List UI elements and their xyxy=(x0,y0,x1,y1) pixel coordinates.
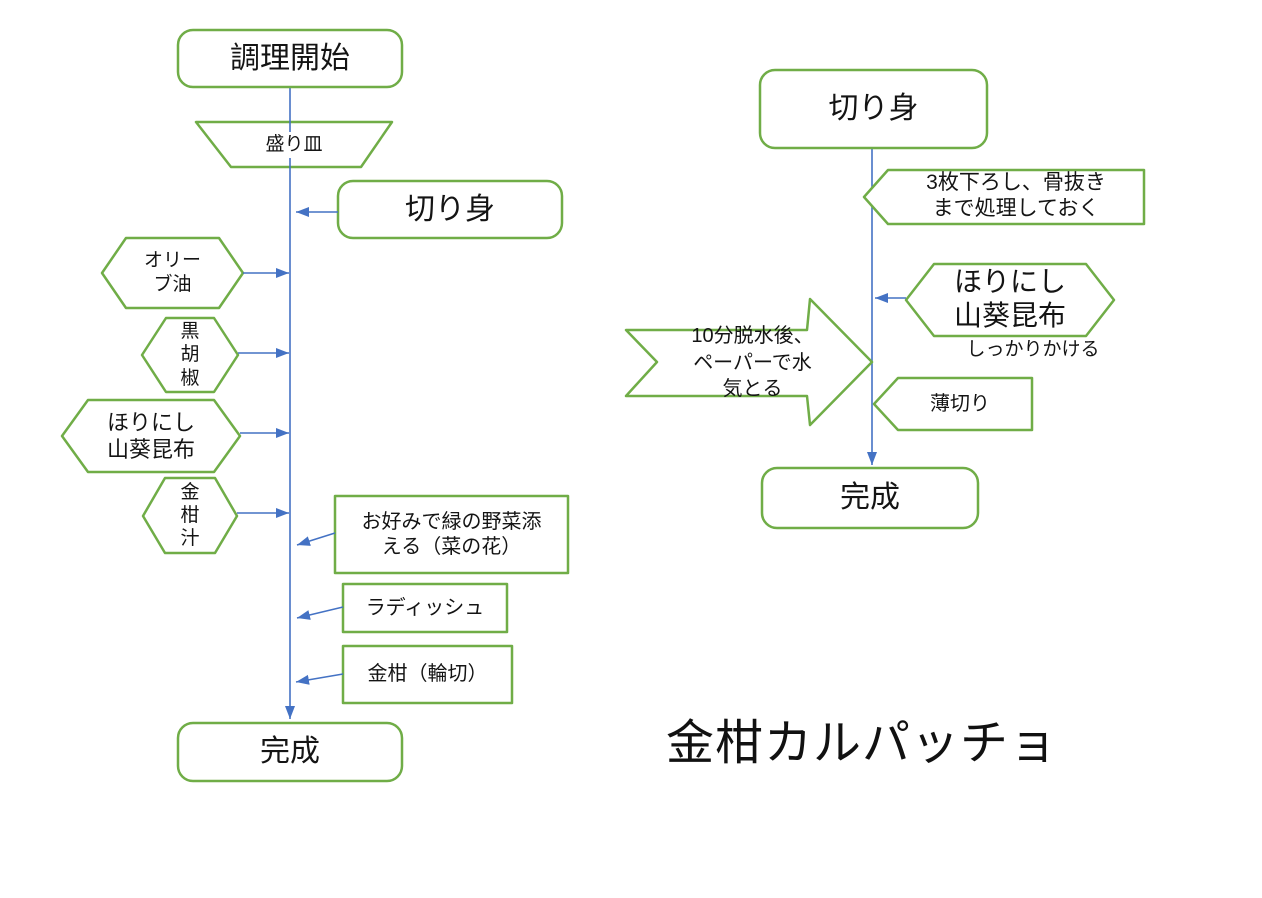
green-vegetable-rect-shape xyxy=(333,494,570,575)
kumquat-rings-label: 金柑（輪切） xyxy=(367,663,488,685)
left-horinishi-hexagon-shape xyxy=(60,398,242,474)
kumquat-juice-label: 金 柑 汁 xyxy=(180,481,200,550)
right-fillet-shape xyxy=(758,68,989,150)
kumquat-rings-connector xyxy=(295,673,344,685)
fillet-note-label: 3枚下ろし、骨抜き まで処理しておく xyxy=(926,170,1106,220)
start-label: 調理開始 xyxy=(230,41,350,75)
green-vegetable-label: お好みで緑の野菜添 える（菜の花） xyxy=(361,510,542,558)
left-horinishi-label: ほりにし 山葵昆布 xyxy=(106,409,195,463)
green-vegetable-connector xyxy=(296,532,336,546)
left-done-shape xyxy=(176,721,404,783)
left-done-label: 完成 xyxy=(260,735,320,769)
right-horinishi-label: ほりにし 山葵昆布 xyxy=(953,265,1066,331)
right-done-label: 完成 xyxy=(840,481,900,515)
black-pepper-hexagon-shape xyxy=(140,316,240,394)
kumquat-juice-hexagon-shape xyxy=(141,476,239,555)
left-fillet-shape xyxy=(336,179,564,240)
dehydrate-arrow-shape xyxy=(624,297,874,427)
radish-rect-shape xyxy=(341,582,509,634)
radish-connector xyxy=(296,606,344,620)
right-done-shape xyxy=(760,466,980,530)
thin-slice-pennant-shape xyxy=(872,376,1034,432)
start-terminator-shape xyxy=(176,28,404,89)
plate-label: 盛り皿 xyxy=(194,124,394,166)
kumquat-rings-rect-shape xyxy=(341,644,514,705)
diagram-title: 金柑カルパッチョ xyxy=(665,717,1058,770)
dehydrate-note-label: 10分脱水後、 ペーパーで水 気とる xyxy=(691,325,814,401)
plate-label-text: 盛り皿 xyxy=(260,132,328,158)
olive-oil-label: オリー ブ油 xyxy=(143,250,201,295)
black-pepper-label: 黒 胡 椒 xyxy=(180,321,200,389)
right-horinishi-hexagon-shape xyxy=(904,262,1116,338)
right-fillet-label: 切り身 xyxy=(828,92,919,126)
fillet-note-pennant-shape xyxy=(862,168,1146,226)
thin-slice-label: 薄切り xyxy=(930,392,990,415)
radish-label: ラディッシュ xyxy=(365,596,485,619)
horinishi-note-label: しっかりかける xyxy=(966,339,1100,361)
left-fillet-label: 切り身 xyxy=(405,192,495,226)
